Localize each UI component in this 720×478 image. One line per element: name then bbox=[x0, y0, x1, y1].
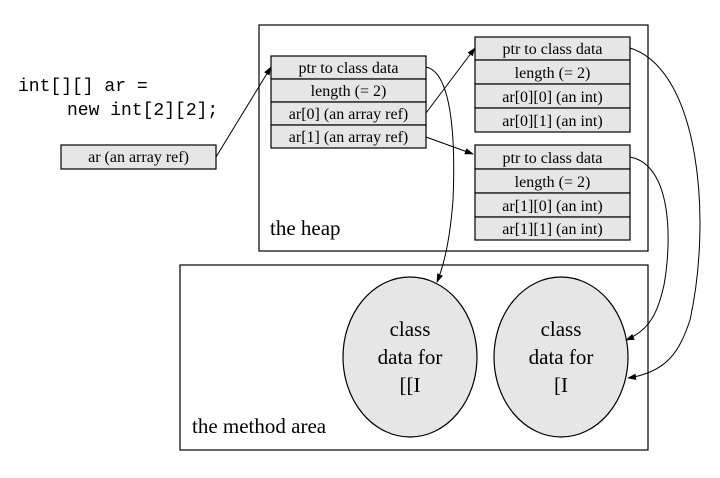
code-line-1: int[][] ar = bbox=[18, 77, 148, 97]
inner-array-1-cell-class-ptr bbox=[474, 144, 631, 170]
method-area-region bbox=[179, 264, 649, 451]
class-data-2d-line-2: data for bbox=[378, 345, 443, 369]
outer-array-cell-element-1-text: ar[1] (an array ref) bbox=[289, 129, 408, 146]
outer-array-cell-element-0-text: ar[0] (an array ref) bbox=[289, 106, 408, 123]
inner-array-0-cell-element-1 bbox=[474, 107, 631, 133]
variable-ar-label: ar (an array ref) bbox=[88, 149, 189, 166]
class-data-1d-line-2: data for bbox=[529, 345, 594, 369]
code-line-2: new int[2][2]; bbox=[67, 101, 218, 121]
inner-array-0-cell-length-text: length (= 2) bbox=[515, 65, 591, 82]
heap-label: the heap bbox=[270, 216, 341, 240]
inner-array-0-cell-class-ptr-text: ptr to class data bbox=[503, 41, 603, 58]
inner-array-1-cell-element-0 bbox=[474, 192, 631, 218]
outer-array-cell-length-text: length (= 2) bbox=[311, 83, 387, 100]
arrow-inner-0-class-ptr-to-1d-class bbox=[627, 47, 701, 380]
class-data-1d-shape bbox=[493, 276, 629, 438]
inner-array-0-cell-element-1-text: ar[0][1] (an int) bbox=[502, 113, 602, 130]
outer-array-cell-class-ptr-text: ptr to class data bbox=[299, 60, 399, 77]
inner-array-1-cell-class-ptr-text: ptr to class data bbox=[503, 150, 603, 167]
inner-array-1-cell-element-0-text: ar[1][0] (an int) bbox=[502, 198, 602, 215]
arrow-element-1-to-inner-array-1 bbox=[425, 136, 474, 155]
class-data-2d-shape bbox=[342, 276, 478, 438]
outer-array-object: ptr to class data length (= 2) ar[0] (an… bbox=[270, 55, 427, 149]
class-data-2d-oval: class data for [[I bbox=[342, 276, 478, 438]
method-area-label: the method area bbox=[192, 414, 327, 438]
outer-array-cell-element-1 bbox=[270, 124, 427, 149]
arrow-outer-class-ptr-to-2d-class bbox=[425, 66, 455, 283]
class-data-1d-line-3: [I bbox=[554, 373, 568, 397]
inner-array-0-object: ptr to class data length (= 2) ar[0][0] … bbox=[474, 36, 631, 133]
class-data-2d-line-1: class bbox=[390, 317, 431, 341]
inner-array-1-cell-length-text: length (= 2) bbox=[515, 174, 591, 191]
arrow-inner-1-class-ptr-to-1d-class bbox=[625, 156, 669, 341]
arrow-var-to-outer-array bbox=[215, 66, 272, 158]
class-data-2d-line-3: [[I bbox=[400, 373, 421, 397]
inner-array-1-cell-element-1-text: ar[1][1] (an int) bbox=[502, 221, 602, 238]
inner-array-1-cell-element-1 bbox=[474, 216, 631, 241]
class-data-1d-line-1: class bbox=[541, 317, 582, 341]
inner-array-1-cell-length bbox=[474, 168, 631, 194]
heap-region bbox=[258, 24, 649, 252]
inner-array-1-object: ptr to class data length (= 2) ar[1][0] … bbox=[474, 144, 631, 241]
class-data-1d-oval: class data for [I bbox=[493, 276, 629, 438]
arrow-element-0-to-inner-array-0 bbox=[425, 47, 476, 114]
inner-array-0-cell-element-0-text: ar[0][0] (an int) bbox=[502, 89, 602, 106]
